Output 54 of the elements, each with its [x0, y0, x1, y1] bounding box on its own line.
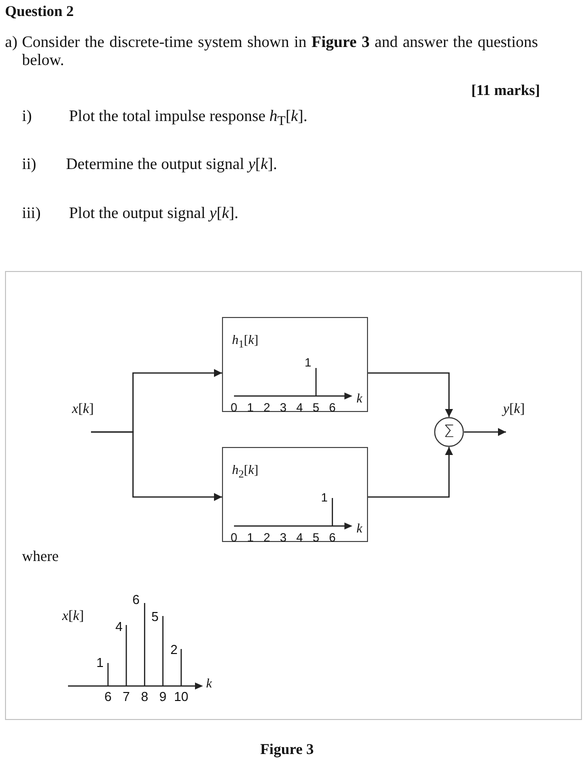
arrow — [368, 447, 453, 498]
tick-label: 4 — [296, 402, 303, 414]
tick-label: 1 — [247, 402, 254, 414]
axis-label: k — [356, 390, 362, 406]
instruction-text: Plot the output signal y[k]. — [69, 205, 238, 223]
question-text: Consider the discrete-time system shown in Figure 3 and answer the questions below. — [22, 34, 538, 70]
signal-label: y[k] — [503, 402, 525, 418]
tick-label: 5 — [312, 532, 320, 544]
system-box — [222, 447, 368, 542]
value-label: 6 — [132, 593, 140, 607]
tick-label: 5 — [312, 402, 320, 414]
tick-label: 2 — [263, 402, 270, 414]
tick-label: 0 — [230, 402, 238, 414]
tick-label: 3 — [280, 532, 287, 544]
arrow — [368, 372, 453, 417]
system-box — [222, 317, 368, 412]
list-marker: i) — [22, 108, 32, 126]
value-label: 1 — [96, 656, 104, 670]
question-heading: Question 2 — [5, 3, 74, 21]
arrow — [91, 431, 222, 501]
value-label: 2 — [170, 643, 178, 657]
signal-label: x[k] — [72, 402, 94, 418]
value-label: 5 — [151, 610, 159, 624]
tick-label: 2 — [263, 532, 270, 544]
summing-junction — [434, 417, 464, 447]
impulse-response-label: h$_{2}$[k] — [232, 462, 258, 483]
tick-label: 8 — [140, 690, 148, 704]
list-marker: ii) — [22, 156, 36, 174]
axis-label: x[k] — [62, 609, 84, 625]
list-marker: iii) — [22, 205, 41, 223]
marks-label: [11 marks] — [471, 82, 540, 100]
tick-label: 6 — [329, 402, 336, 414]
axis-label: k — [206, 676, 212, 690]
tick-label: 6 — [104, 690, 112, 704]
value-label: 1 — [304, 356, 312, 370]
tick-label: 3 — [280, 402, 287, 414]
body-text: where — [22, 548, 59, 566]
instruction-text: Plot the total impulse response h$_{T}$[k]. — [69, 108, 308, 130]
tick-label: 6 — [329, 532, 336, 544]
sum-symbol: Σ — [444, 423, 454, 441]
tick-label: 0 — [230, 532, 238, 544]
tick-label: 1 — [247, 532, 254, 544]
impulse-response-label: h$_{1}$[k] — [232, 332, 258, 353]
tick-label: 7 — [122, 690, 130, 704]
value-label: 1 — [321, 492, 328, 504]
list-marker: a) — [5, 34, 18, 52]
tick-label: 10 — [174, 690, 188, 704]
value-label: 4 — [115, 620, 123, 634]
tick-label: 9 — [159, 690, 166, 704]
axis-label: k — [356, 520, 362, 536]
tick-label: 4 — [296, 532, 303, 544]
arrow — [464, 428, 506, 436]
instruction-text: Determine the output signal y[k]. — [66, 156, 278, 174]
figure-caption: Figure 3 — [260, 741, 314, 759]
